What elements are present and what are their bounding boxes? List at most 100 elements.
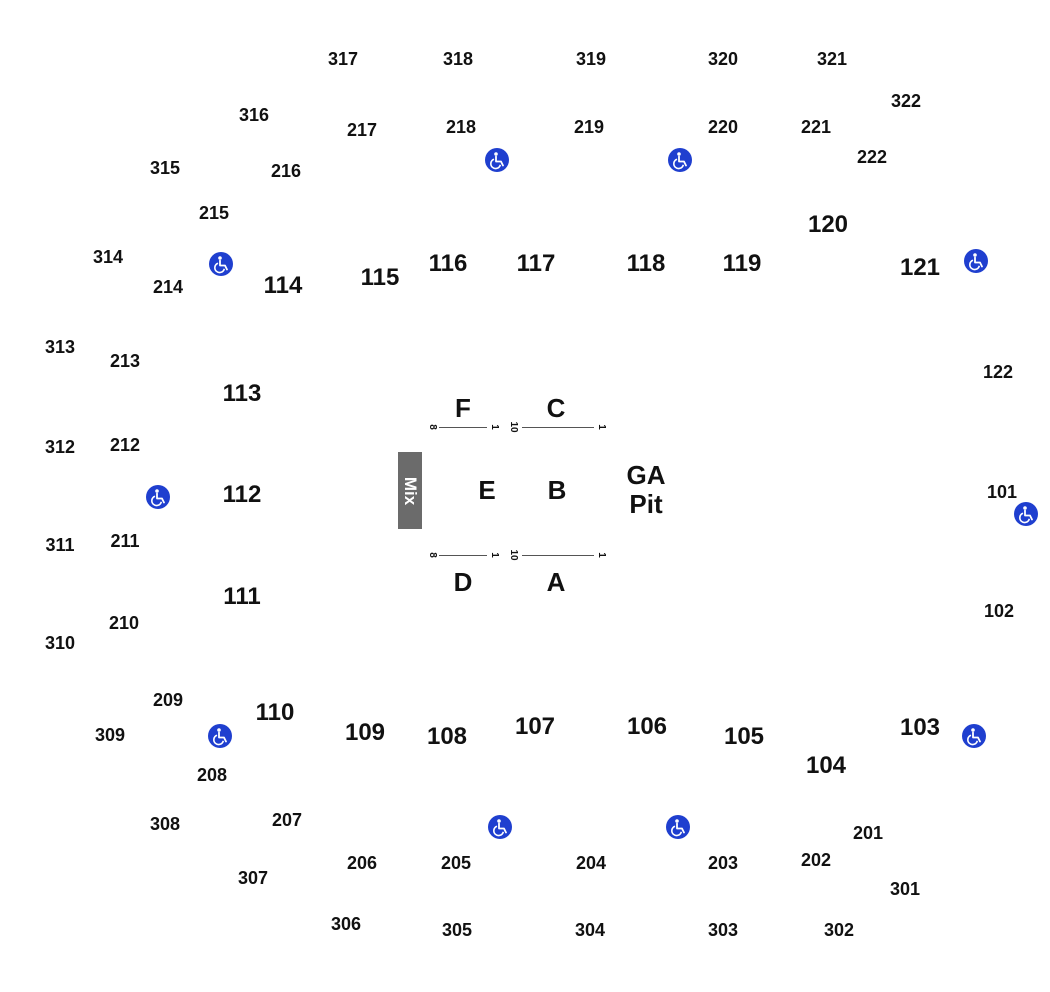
- section-203[interactable]: 203: [707, 853, 739, 873]
- section-316[interactable]: 316: [238, 105, 270, 125]
- section-216[interactable]: 216: [270, 161, 302, 181]
- wheelchair-icon[interactable]: [964, 249, 988, 273]
- wheelchair-icon[interactable]: [1014, 502, 1038, 526]
- section-321[interactable]: 321: [816, 49, 848, 69]
- section-103[interactable]: 103: [899, 714, 941, 741]
- row-label-c-end: 1: [596, 424, 607, 430]
- section-117[interactable]: 117: [516, 250, 556, 277]
- floor-section-e[interactable]: E: [478, 475, 496, 505]
- section-108[interactable]: 108: [426, 723, 468, 750]
- row-line-c: [522, 427, 594, 428]
- wheelchair-icon[interactable]: [488, 815, 512, 839]
- row-line-a: [522, 555, 594, 556]
- section-122[interactable]: 122: [982, 362, 1014, 382]
- floor-section-a[interactable]: A: [546, 567, 566, 597]
- row-label-d-start: 8: [427, 552, 438, 558]
- section-318[interactable]: 318: [442, 49, 474, 69]
- row-label-f-end: 1: [489, 424, 500, 430]
- section-204[interactable]: 204: [575, 853, 607, 873]
- section-311[interactable]: 311: [45, 535, 75, 555]
- ga-pit-line2: Pit: [629, 489, 663, 519]
- section-220[interactable]: 220: [707, 117, 739, 137]
- section-201[interactable]: 201: [852, 823, 884, 843]
- section-222[interactable]: 222: [856, 147, 888, 167]
- section-214[interactable]: 214: [152, 277, 184, 297]
- section-206[interactable]: 206: [346, 853, 378, 873]
- floor-section-c[interactable]: C: [546, 393, 566, 423]
- section-113[interactable]: 113: [222, 380, 262, 407]
- ga-pit-line1: GA: [626, 460, 666, 490]
- wheelchair-icon[interactable]: [209, 252, 233, 276]
- section-219[interactable]: 219: [573, 117, 605, 137]
- wheelchair-icon[interactable]: [668, 148, 692, 172]
- row-line-d: [439, 555, 487, 556]
- wheelchair-icon[interactable]: [962, 724, 986, 748]
- section-111[interactable]: 111: [223, 583, 261, 610]
- section-209[interactable]: 209: [152, 690, 184, 710]
- section-110[interactable]: 110: [255, 699, 295, 726]
- wheelchair-icon[interactable]: [146, 485, 170, 509]
- section-112[interactable]: 112: [222, 481, 262, 508]
- section-301[interactable]: 301: [889, 879, 921, 899]
- section-119[interactable]: 119: [722, 250, 762, 277]
- row-label-d-end: 1: [489, 552, 500, 558]
- section-202[interactable]: 202: [800, 850, 832, 870]
- section-115[interactable]: 115: [360, 264, 400, 291]
- section-104[interactable]: 104: [805, 752, 847, 779]
- row-label-f-start: 8: [427, 424, 438, 430]
- section-213[interactable]: 213: [109, 351, 141, 371]
- section-207[interactable]: 207: [271, 810, 303, 830]
- floor-section-f[interactable]: F: [455, 393, 471, 423]
- section-106[interactable]: 106: [626, 713, 668, 740]
- row-label-a-end: 1: [596, 552, 607, 558]
- floor-section-b[interactable]: B: [547, 475, 567, 505]
- mix-label: Mix: [401, 476, 420, 505]
- floor-section-d[interactable]: D: [453, 567, 473, 597]
- section-218[interactable]: 218: [445, 117, 477, 137]
- section-319[interactable]: 319: [575, 49, 607, 69]
- wheelchair-icon[interactable]: [485, 148, 509, 172]
- section-120[interactable]: 120: [807, 211, 849, 238]
- section-304[interactable]: 304: [574, 920, 606, 940]
- section-315[interactable]: 315: [149, 158, 181, 178]
- section-305[interactable]: 305: [441, 920, 473, 940]
- section-221[interactable]: 221: [800, 117, 832, 137]
- section-313[interactable]: 313: [44, 337, 76, 357]
- section-208[interactable]: 208: [196, 765, 228, 785]
- section-114[interactable]: 114: [263, 272, 303, 299]
- section-210[interactable]: 210: [108, 613, 140, 633]
- section-317[interactable]: 317: [327, 49, 359, 69]
- section-306[interactable]: 306: [330, 914, 362, 934]
- wheelchair-icon[interactable]: [208, 724, 232, 748]
- section-118[interactable]: 118: [626, 250, 666, 277]
- section-105[interactable]: 105: [723, 723, 765, 750]
- section-302[interactable]: 302: [823, 920, 855, 940]
- section-121[interactable]: 121: [899, 254, 941, 281]
- section-303[interactable]: 303: [707, 920, 739, 940]
- section-312[interactable]: 312: [44, 437, 76, 457]
- section-107[interactable]: 107: [514, 713, 556, 740]
- section-314[interactable]: 314: [92, 247, 124, 267]
- section-217[interactable]: 217: [346, 120, 378, 140]
- section-320[interactable]: 320: [707, 49, 739, 69]
- section-109[interactable]: 109: [344, 719, 386, 746]
- mix-booth: Mix: [398, 452, 422, 529]
- row-line-f: [439, 427, 487, 428]
- section-211[interactable]: 211: [110, 531, 140, 551]
- section-102[interactable]: 102: [983, 601, 1015, 621]
- section-205[interactable]: 205: [440, 853, 472, 873]
- ga-pit[interactable]: GA Pit: [627, 461, 666, 519]
- section-101[interactable]: 101: [986, 482, 1018, 502]
- section-310[interactable]: 310: [44, 633, 76, 653]
- section-309[interactable]: 309: [94, 725, 126, 745]
- row-label-c-start: 10: [508, 421, 519, 433]
- row-label-a-start: 10: [508, 549, 519, 561]
- section-212[interactable]: 212: [109, 435, 141, 455]
- section-308[interactable]: 308: [149, 814, 181, 834]
- section-215[interactable]: 215: [198, 203, 230, 223]
- section-322[interactable]: 322: [890, 91, 922, 111]
- section-116[interactable]: 116: [428, 250, 468, 277]
- section-307[interactable]: 307: [237, 868, 269, 888]
- wheelchair-icon[interactable]: [666, 815, 690, 839]
